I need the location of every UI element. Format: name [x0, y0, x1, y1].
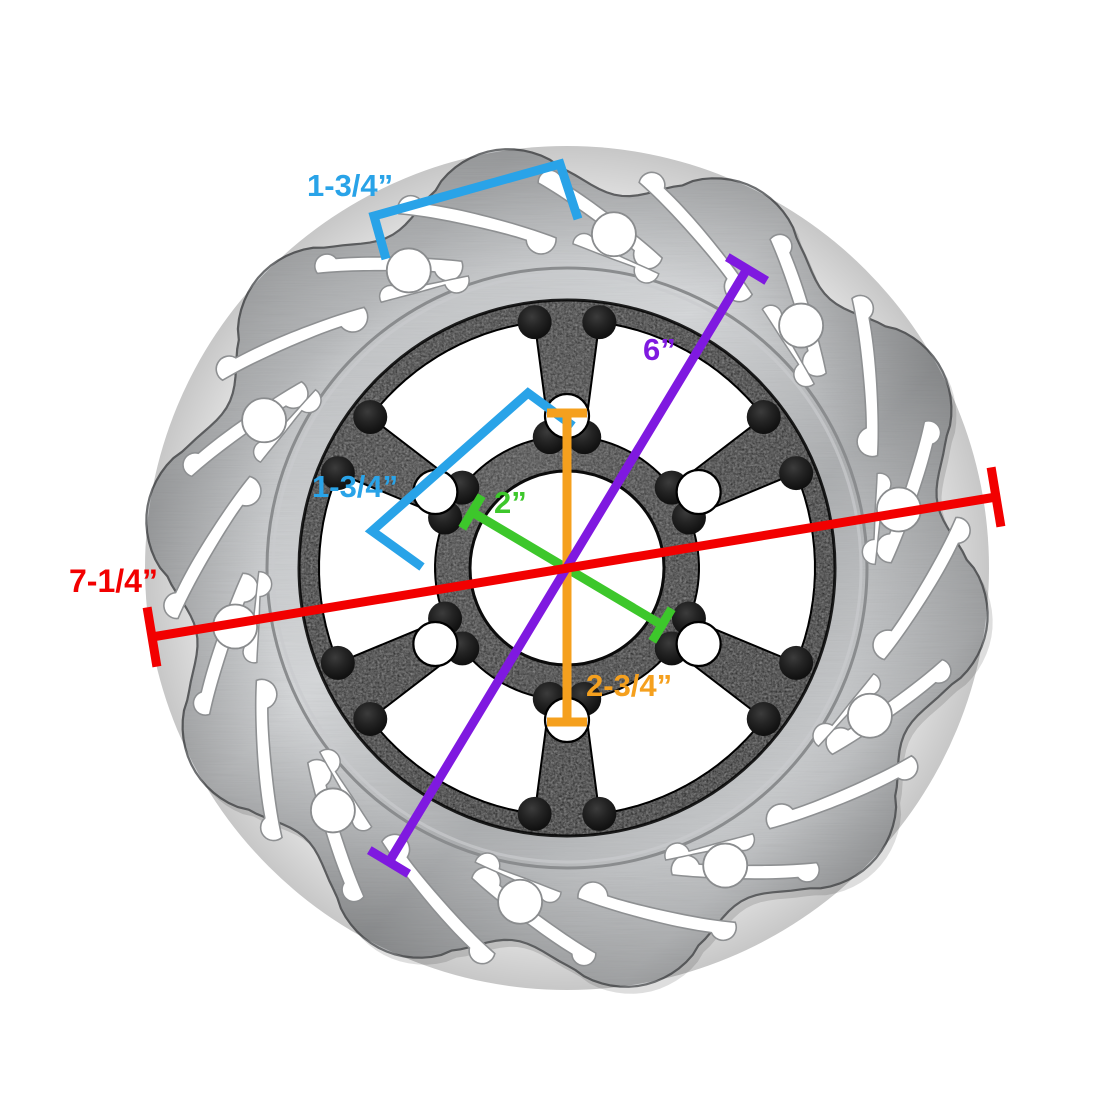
measurement-lines	[142, 158, 1006, 878]
dimension-label-bolt-pattern: 2-3/4”	[586, 668, 673, 703]
dimension-label-center-bore: 2”	[494, 485, 527, 520]
dimension-label-outer-hole-span: 1-3/4”	[307, 168, 394, 203]
dimension-label-inner-ring-diameter: 6”	[643, 332, 676, 367]
measurement-overall-diameter	[142, 466, 1006, 668]
rotor-bolt-holes	[412, 392, 722, 744]
rotor-rivet-holes	[212, 211, 922, 925]
measurement-outer-hole-span	[368, 158, 583, 261]
dimension-label-bolt-hole-span: 1-3/4”	[312, 469, 399, 504]
dimension-label-overall-diameter: 7-1/4”	[69, 563, 158, 599]
